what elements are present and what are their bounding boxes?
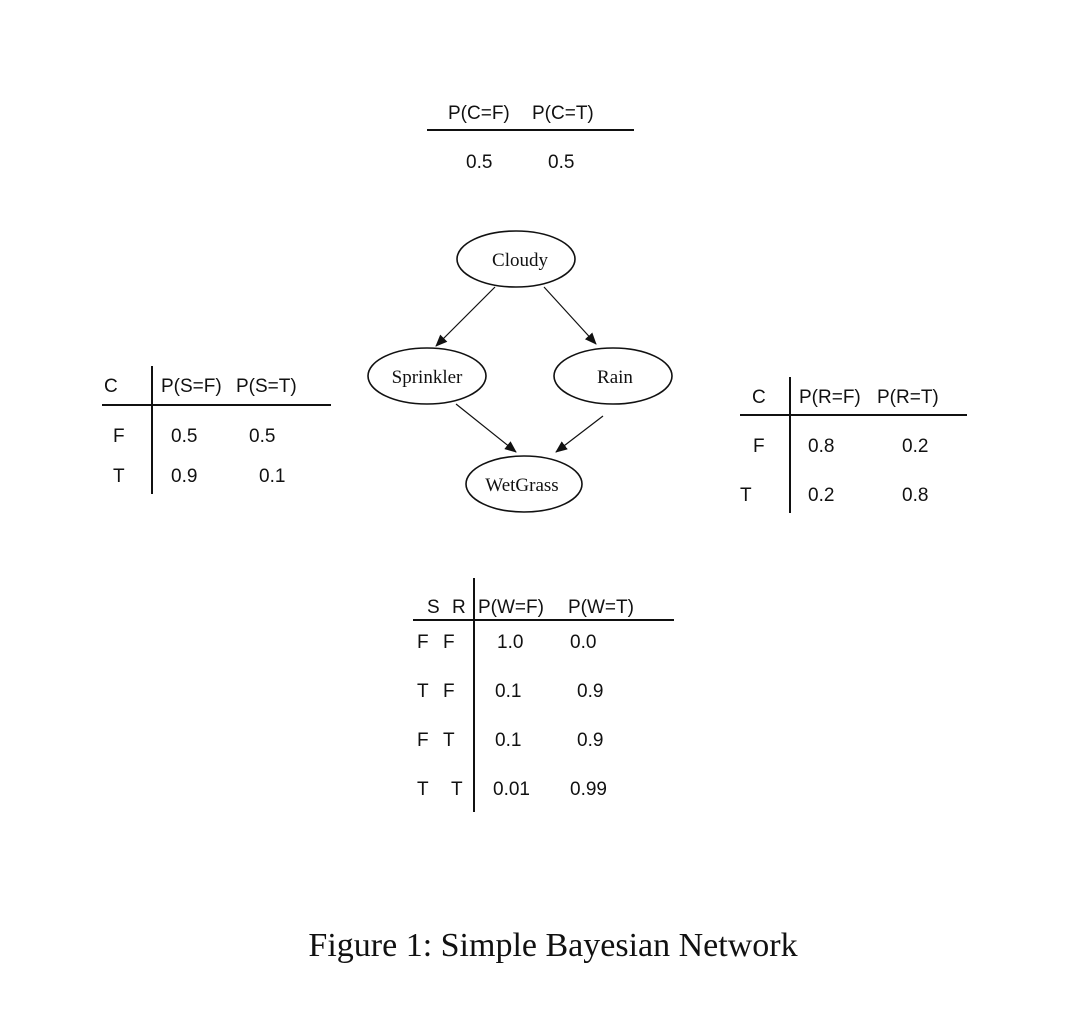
- cpt-sprinkler-cond-header: C: [104, 376, 118, 397]
- cpt-wetgrass-row2-s: T: [417, 681, 429, 702]
- cpt-cloudy-value-f: 0.5: [466, 152, 492, 173]
- edge-cloudy-sprinkler: [435, 286, 496, 347]
- node-wetgrass: WetGrass: [465, 455, 583, 513]
- cpt-wetgrass-row4-t: 0.99: [570, 779, 607, 800]
- cpt-rain-row1-t: 0.2: [902, 436, 928, 457]
- cpt-wetgrass-cond-header-s: S: [427, 597, 440, 618]
- node-wetgrass-ellipse: [465, 455, 583, 513]
- cpt-rain-table: C P(R=F) P(R=T) F 0.8 0.2 T 0.2 0.8: [740, 377, 967, 513]
- edge-rain-wetgrass: [555, 415, 604, 453]
- node-rain: Rain: [553, 347, 673, 405]
- node-wetgrass-label: WetGrass: [485, 475, 558, 496]
- edge-sprinkler-wetgrass: [455, 403, 517, 453]
- cpt-cloudy-table: P(C=F) P(C=T) 0.5 0.5: [427, 103, 634, 173]
- cpt-wetgrass-row2-r: F: [443, 681, 455, 702]
- cpt-wetgrass-row4-r: T: [451, 779, 463, 800]
- node-rain-ellipse: [553, 347, 673, 405]
- cpt-rain-header-t: P(R=T): [877, 387, 939, 408]
- cpt-wetgrass-row1-f: 1.0: [497, 632, 523, 653]
- cpt-sprinkler-row1-t: 0.5: [249, 426, 275, 447]
- cpt-wetgrass-row4-s: T: [417, 779, 429, 800]
- cpt-wetgrass-table: S R P(W=F) P(W=T) F F 1.0 0.0 T F 0.1 0.…: [413, 578, 674, 812]
- cpt-wetgrass-cond-header-r: R: [452, 597, 466, 618]
- cpt-wetgrass-row3-r: T: [443, 730, 455, 751]
- cpt-wetgrass-row1-s: F: [417, 632, 429, 653]
- cpt-cloudy-value-t: 0.5: [548, 152, 574, 173]
- node-cloudy-ellipse: [456, 230, 576, 288]
- cpt-cloudy-header-t: P(C=T): [532, 103, 594, 124]
- cpt-wetgrass-row4-f: 0.01: [493, 779, 530, 800]
- cpt-wetgrass-header-f: P(W=F): [478, 597, 544, 618]
- cpt-wetgrass-row3-f: 0.1: [495, 730, 521, 751]
- cpt-rain-row2-cond: T: [740, 485, 752, 506]
- edge-cloudy-rain: [543, 286, 597, 345]
- cpt-sprinkler-row2-t: 0.1: [259, 466, 285, 487]
- cpt-rain-row2-f: 0.2: [808, 485, 834, 506]
- cpt-wetgrass-row2-t: 0.9: [577, 681, 603, 702]
- cpt-rain-cond-header: C: [752, 387, 766, 408]
- cpt-rain-row1-cond: F: [753, 436, 765, 457]
- cpt-sprinkler-row1-cond: F: [113, 426, 125, 447]
- cpt-rain-header-f: P(R=F): [799, 387, 861, 408]
- cpt-sprinkler-header-t: P(S=T): [236, 376, 297, 397]
- network-edges: [435, 286, 604, 453]
- node-sprinkler: Sprinkler: [367, 347, 487, 405]
- cpt-sprinkler-row1-f: 0.5: [171, 426, 197, 447]
- cpt-wetgrass-row1-t: 0.0: [570, 632, 596, 653]
- node-sprinkler-ellipse: [367, 347, 487, 405]
- cpt-wetgrass-header-t: P(W=T): [568, 597, 634, 618]
- cpt-wetgrass-row1-r: F: [443, 632, 455, 653]
- cpt-sprinkler-row2-f: 0.9: [171, 466, 197, 487]
- cpt-rain-row1-f: 0.8: [808, 436, 834, 457]
- cpt-rain-row2-t: 0.8: [902, 485, 928, 506]
- node-cloudy-label: Cloudy: [492, 250, 548, 271]
- node-rain-label: Rain: [597, 367, 633, 388]
- figure-caption: Figure 1: Simple Bayesian Network: [308, 927, 797, 964]
- cpt-cloudy-header-f: P(C=F): [448, 103, 510, 124]
- node-cloudy: Cloudy: [456, 230, 576, 288]
- cpt-sprinkler-row2-cond: T: [113, 466, 125, 487]
- cpt-wetgrass-row3-t: 0.9: [577, 730, 603, 751]
- cpt-sprinkler-table: C P(S=F) P(S=T) F 0.5 0.5 T 0.9 0.1: [102, 366, 331, 494]
- cpt-sprinkler-header-f: P(S=F): [161, 376, 222, 397]
- cpt-wetgrass-row2-f: 0.1: [495, 681, 521, 702]
- cpt-wetgrass-row3-s: F: [417, 730, 429, 751]
- node-sprinkler-label: Sprinkler: [392, 367, 463, 388]
